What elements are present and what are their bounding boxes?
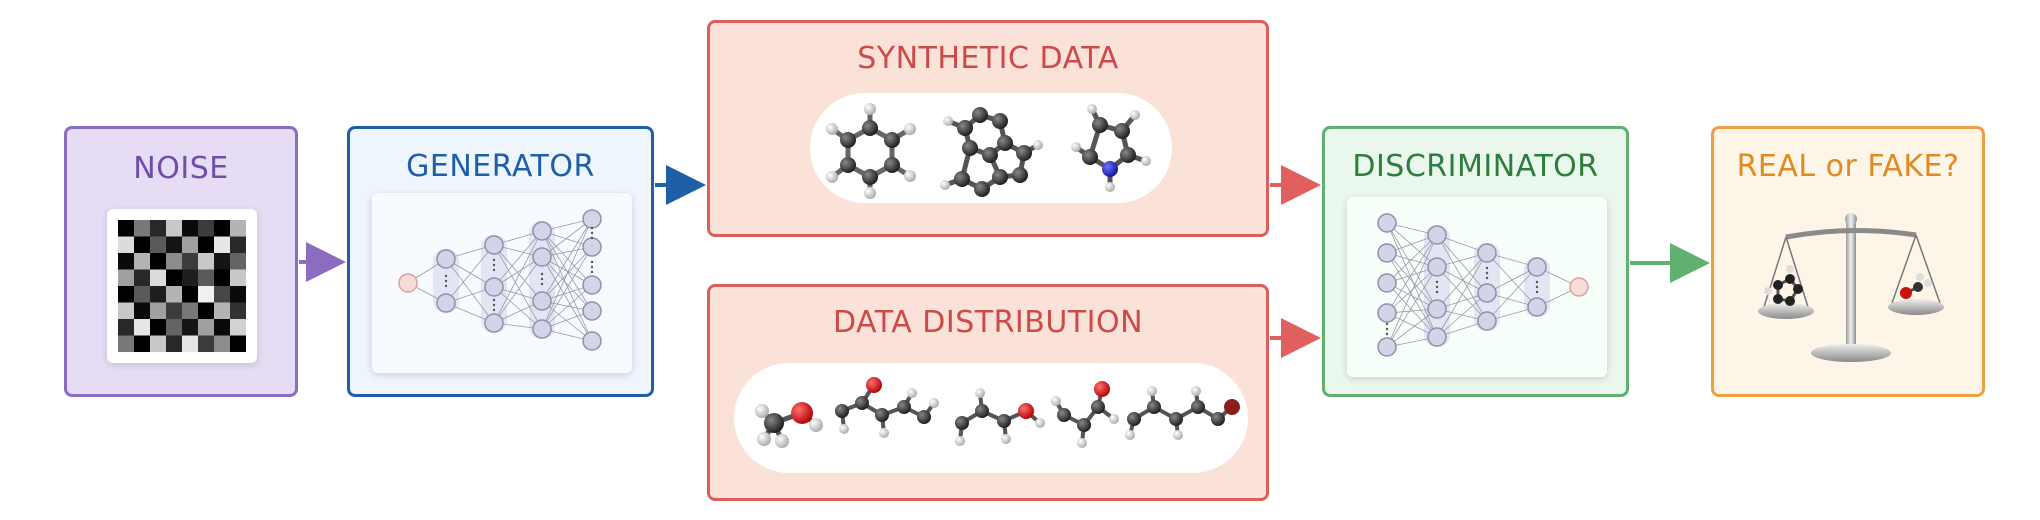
synthetic-molecules-pill [810,93,1172,203]
real-molecule-4 [1051,381,1119,448]
synthetic-molecule-1 [826,103,916,199]
synthetic-data-box: SYNTHETIC DATA [707,20,1269,237]
verdict-title: REAL or FAKE? [1736,149,1960,184]
generator-box: GENERATOR [347,126,654,397]
discriminator-network-icon [1377,213,1589,357]
verdict-box: REAL or FAKE? [1711,126,1985,397]
synthetic-molecule-3 [1071,104,1151,192]
synthetic-data-title: SYNTHETIC DATA [857,41,1119,76]
data-distribution-box: DATA DISTRIBUTION [707,284,1269,501]
real-molecule-3 [955,388,1045,446]
generator-panel [372,193,632,373]
noise-panel [107,209,257,363]
noise-title: NOISE [133,151,229,186]
real-molecule-5 [1125,386,1240,440]
noise-grid-icon [118,220,246,352]
real-molecules-pill [734,363,1248,473]
real-molecule-1 [755,402,823,448]
synthetic-molecule-2 [940,107,1043,197]
real-molecule-2 [835,377,939,438]
generator-network-icon [398,209,602,351]
balance-scale-icon [1758,213,1944,362]
discriminator-box: DISCRIMINATOR [1322,126,1629,397]
data-distribution-title: DATA DISTRIBUTION [832,305,1144,340]
noise-box: NOISE [64,126,298,397]
discriminator-panel [1347,197,1607,377]
synthetic-molecules-icon [826,103,1151,199]
discriminator-title: DISCRIMINATOR [1352,149,1599,184]
real-molecules-icon [755,377,1240,448]
generator-title: GENERATOR [406,149,595,184]
